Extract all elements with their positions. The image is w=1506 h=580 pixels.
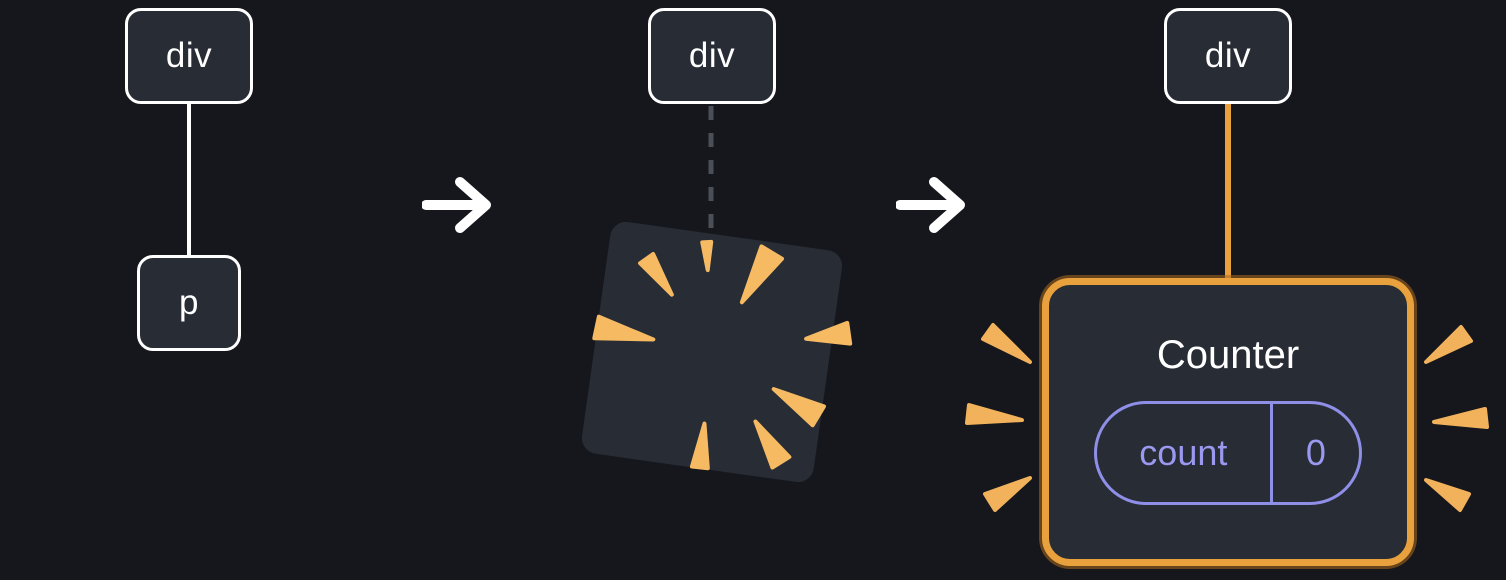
- state-pill: count 0: [1094, 401, 1362, 505]
- dom-node-p: p: [137, 255, 241, 351]
- tree-connector-solid: [187, 100, 191, 258]
- arrow-right-icon: [422, 177, 491, 233]
- dom-node-label: div: [688, 36, 736, 75]
- arrow-right-icon: [896, 177, 965, 233]
- dom-node-label: div: [165, 36, 213, 75]
- state-value: 0: [1305, 432, 1326, 473]
- state-key: count: [1097, 404, 1273, 502]
- component-title: Counter: [1156, 333, 1300, 377]
- dom-node-div-poof: div: [648, 8, 776, 104]
- poof-square: [579, 219, 845, 485]
- tree-connector-dashed: [708, 106, 714, 238]
- counter-component-card: Counter count 0: [1042, 278, 1414, 566]
- dom-node-label: p: [179, 283, 199, 322]
- dom-node-div-after: div: [1164, 8, 1292, 104]
- tree-connector-highlight: [1225, 100, 1231, 286]
- dom-node-div-before: div: [125, 8, 253, 104]
- dom-node-label: div: [1204, 36, 1252, 75]
